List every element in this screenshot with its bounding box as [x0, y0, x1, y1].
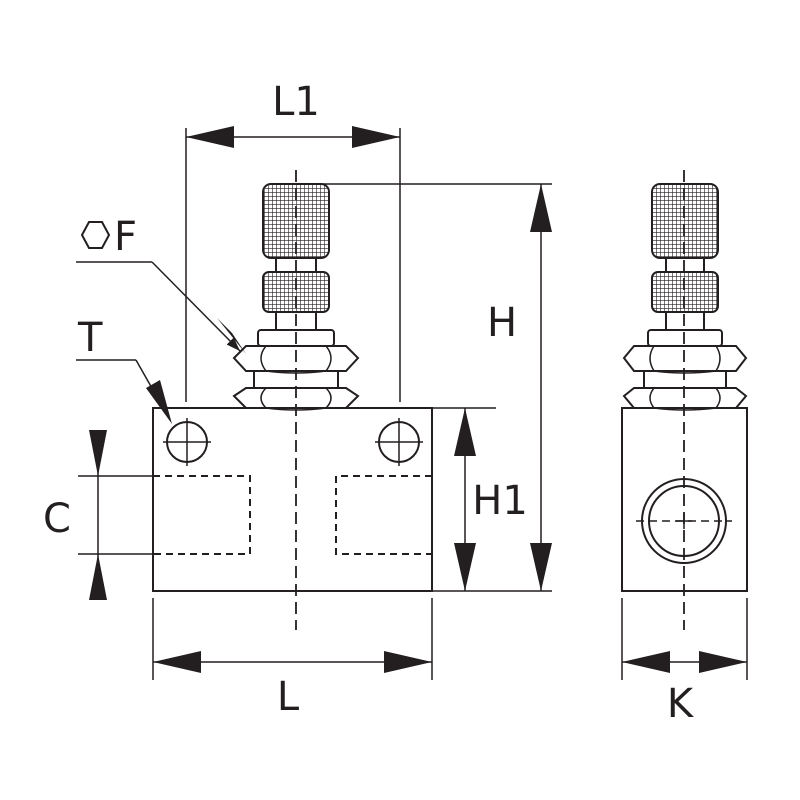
side-lower-hex-nut [622, 385, 748, 411]
label-c: C [43, 496, 71, 542]
label-l: L [277, 674, 300, 720]
label-f: F [114, 214, 137, 260]
side-upper-hex-nut [622, 343, 748, 374]
label-t: T [77, 315, 103, 361]
label-h: H [487, 300, 517, 346]
mounting-hole-right [375, 418, 423, 466]
dimension-h: H [322, 183, 552, 592]
dimension-l1: L1 [185, 79, 401, 402]
label-h1: H1 [472, 478, 528, 524]
callout-t: T [76, 315, 172, 424]
mounting-hole-left [163, 418, 211, 466]
side-lock-knob-knurled [651, 271, 719, 313]
adjust-knob-knurled [262, 183, 330, 259]
side-view [621, 170, 748, 630]
callout-f: F [76, 214, 246, 354]
valve-body-front [152, 407, 433, 592]
side-washer [647, 329, 723, 347]
label-k: K [667, 681, 695, 727]
hexagon-icon [80, 221, 111, 249]
dimension-l: L [152, 598, 433, 720]
label-l1: L1 [272, 79, 320, 125]
dimension-k: K [621, 598, 748, 727]
side-adjust-knob-knurled [651, 183, 719, 259]
valve-body-side [621, 407, 748, 592]
dimension-c: C [43, 430, 153, 600]
stem [275, 258, 317, 330]
hidden-port-left [153, 475, 251, 555]
side-stem [665, 258, 705, 330]
hidden-port-right [335, 475, 432, 555]
dimension-h1: H1 [432, 407, 528, 591]
front-view [152, 170, 433, 630]
